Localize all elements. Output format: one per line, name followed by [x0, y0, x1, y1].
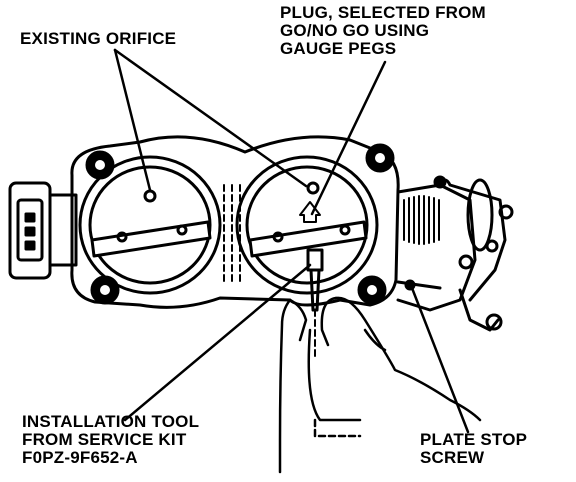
leader-orifice-left [113, 48, 152, 192]
label-plug-line-1: PLUG, SELECTED FROM [280, 3, 486, 22]
installation-tool [306, 248, 324, 361]
label-installation-tool-line-1: INSTALLATION TOOL [22, 412, 200, 431]
return-spring [403, 195, 440, 245]
label-plug-line-3: GAUGE PEGS [280, 39, 397, 58]
label-plug-line-2: GO/NO GO USING [280, 21, 430, 40]
throttle-body-housing [70, 135, 400, 309]
existing-orifice-left [143, 189, 157, 203]
existing-orifice-right [306, 181, 320, 195]
right-throttle-bore [235, 155, 379, 295]
hands [278, 296, 482, 474]
label-existing-orifice-line-1: EXISTING ORIFICE [20, 29, 177, 48]
label-installation-tool-line-3: F0PZ-9F652-A [22, 448, 138, 467]
plug-marker [299, 201, 321, 223]
label-plate-stop-screw-line-1: PLATE STOP [420, 430, 528, 449]
label-plate-stop-screw: PLATE STOP SCREW [420, 431, 527, 467]
plate-stop-screw [396, 280, 442, 290]
label-plug: PLUG, SELECTED FROM GO/NO GO USING GAUGE… [280, 4, 486, 58]
label-installation-tool: INSTALLATION TOOL FROM SERVICE KIT F0PZ-… [22, 413, 199, 467]
leader-plug [310, 60, 387, 216]
label-installation-tool-line-2: FROM SERVICE KIT [22, 430, 187, 449]
throttle-linkage [396, 175, 514, 332]
leader-lines [113, 48, 470, 434]
sensor-connector [8, 181, 78, 280]
label-plate-stop-screw-line-2: SCREW [420, 448, 485, 467]
leader-tool [123, 263, 312, 422]
leader-orifice-right [113, 48, 308, 188]
center-divider [223, 184, 241, 286]
leader-screw [410, 286, 470, 434]
label-existing-orifice: EXISTING ORIFICE [20, 30, 176, 48]
left-throttle-bore [78, 155, 222, 295]
